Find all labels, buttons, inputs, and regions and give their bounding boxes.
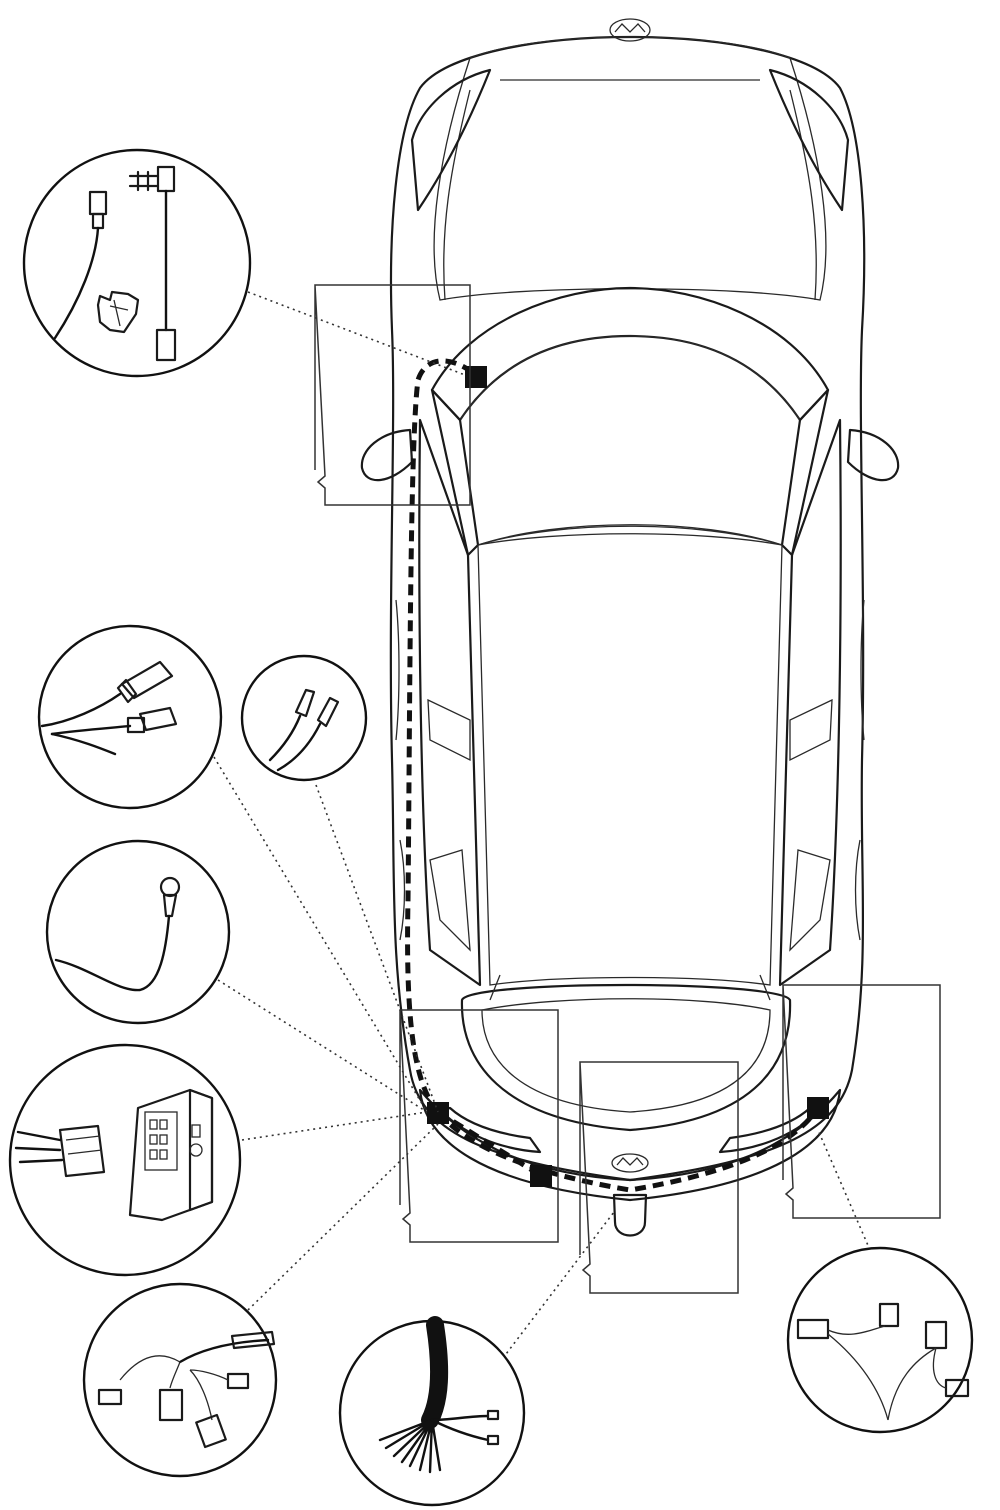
zone-boxes bbox=[314, 284, 941, 1294]
spade-terminal-icon bbox=[268, 688, 340, 772]
connection-point-module bbox=[530, 1165, 552, 1187]
detail-left-light-plugs bbox=[82, 1282, 278, 1478]
detail-spade-terminals bbox=[240, 654, 368, 782]
rear-logo bbox=[611, 1153, 649, 1173]
connection-point-right-light bbox=[807, 1097, 829, 1119]
car-body bbox=[360, 35, 900, 1202]
wire-bundle-icon bbox=[378, 1316, 500, 1474]
detail-right-light-plugs bbox=[786, 1246, 974, 1434]
ring-terminal-icon bbox=[54, 876, 181, 992]
detail-ring-terminal bbox=[45, 839, 231, 1025]
front-logo bbox=[609, 18, 651, 42]
detail-fuse-tap bbox=[22, 148, 252, 378]
fuse-tap-icon bbox=[53, 165, 177, 362]
detail-two-pin-connectors bbox=[37, 624, 223, 810]
control-module-icon bbox=[14, 1088, 214, 1222]
tow-bar-ball bbox=[612, 1193, 648, 1237]
two-pin-connector-icon bbox=[40, 660, 178, 756]
light-plug-icon bbox=[796, 1302, 970, 1421]
detail-socket-wire-bundle bbox=[338, 1316, 526, 1507]
leader-lines bbox=[213, 291, 871, 1359]
light-plug-icon bbox=[97, 1330, 276, 1449]
detail-control-module bbox=[8, 1043, 242, 1277]
connection-points bbox=[427, 366, 829, 1187]
connection-point-left-light bbox=[427, 1102, 449, 1124]
wiring-harness-route bbox=[405, 358, 821, 1193]
connection-point-fuse bbox=[465, 366, 487, 388]
